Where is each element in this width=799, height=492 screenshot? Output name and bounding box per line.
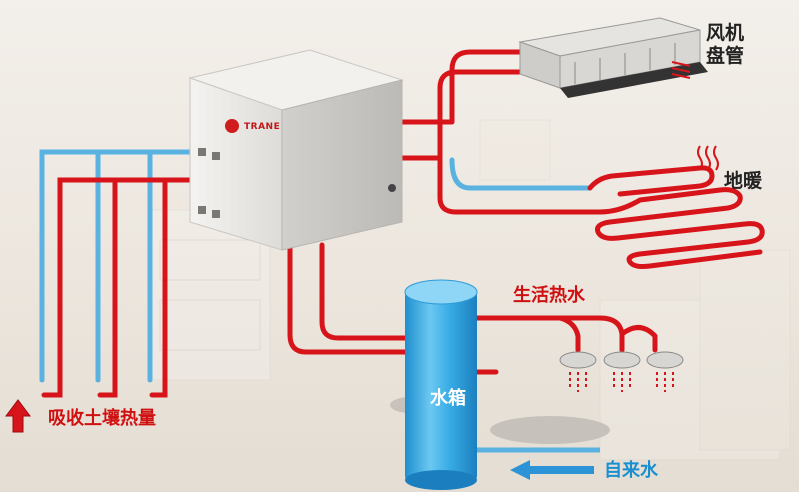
heat-pump-unit [188, 49, 404, 251]
absorb-ground-heat-label: 吸收土壤热量 [48, 408, 156, 429]
shower-heads [559, 351, 684, 392]
heat-waves-icon [697, 145, 719, 171]
fan-coil-label-line1: 风机 [706, 22, 745, 44]
water-tank-label: 水箱 [430, 388, 466, 409]
floor-heating-label: 地暖 [724, 170, 763, 192]
unit-valves [198, 148, 220, 218]
shower-head [646, 351, 684, 392]
hot-water-pipes [472, 315, 658, 375]
blue-left-arrow-icon [510, 460, 594, 480]
brand-logo: TRANE [244, 122, 281, 132]
distribution-pipes [392, 49, 765, 269]
red-up-arrow-icon [5, 399, 31, 433]
domestic-hot-water-label: 生活热水 [513, 285, 585, 306]
shower-head [559, 351, 597, 392]
kitchen-background [149, 119, 791, 461]
tank-pipes [287, 242, 408, 355]
water-tank [404, 279, 478, 490]
tap-water-inlet [475, 447, 600, 480]
tap-water-label: 自来水 [604, 460, 658, 481]
fan-coil-unit [518, 17, 708, 98]
fan-coil-label-line2: 盘管 [706, 44, 745, 67]
ground-loop-pipes [39, 149, 193, 398]
fan-coil-label: 风机 盘管 [706, 22, 766, 68]
shower-head [603, 351, 641, 392]
